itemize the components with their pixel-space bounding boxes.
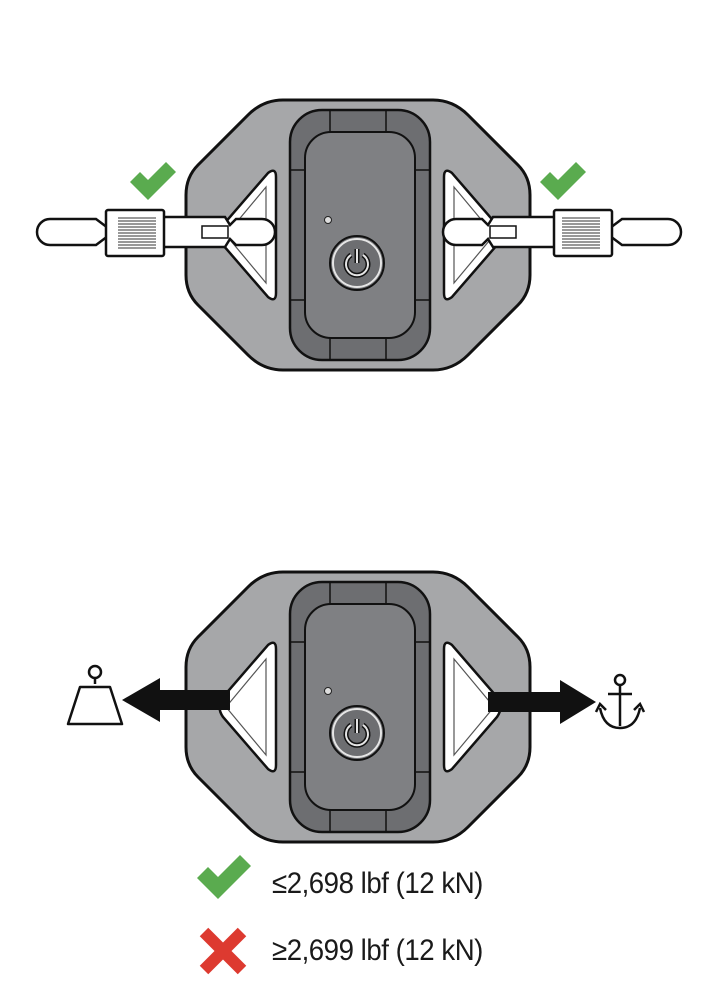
power-button-icon	[330, 706, 384, 760]
legend-pass-text: ≤2,698 lbf (12 kN)	[272, 867, 483, 900]
check-icon	[540, 162, 586, 200]
led-indicator	[324, 687, 332, 695]
led-indicator	[324, 216, 332, 224]
power-button-icon	[330, 236, 384, 290]
arrow-right-icon	[488, 680, 596, 724]
anchor-icon	[594, 673, 646, 730]
check-icon	[130, 162, 176, 200]
arrow-left-icon	[122, 678, 230, 722]
device-top	[184, 98, 532, 372]
weight-icon	[66, 664, 124, 726]
cross-icon	[199, 927, 247, 975]
device-bottom	[184, 570, 532, 844]
legend-fail-text: ≥2,699 lbf (12 kN)	[272, 934, 483, 967]
check-icon	[197, 855, 251, 899]
